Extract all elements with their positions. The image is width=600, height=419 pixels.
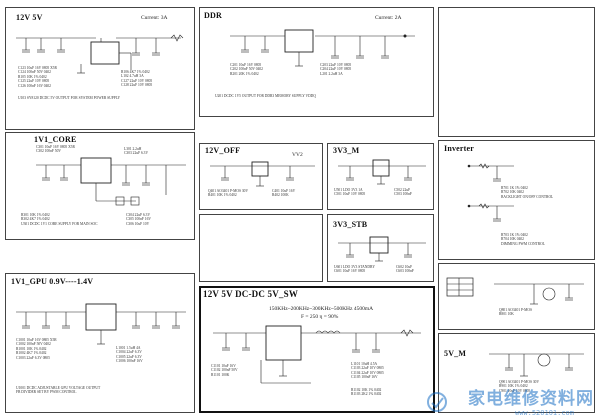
schematic-ddr: [230, 29, 415, 67]
schematic-dcdc: [213, 325, 421, 384]
schematic-12v-5v: [16, 34, 184, 74]
net-labels-bottom: U1001 DCDC ADJUSTABLE GPU VOLTAGE OUTPUT…: [16, 386, 101, 395]
efficiency-note: F = 250 η = 90%: [301, 314, 339, 320]
panel-title: 3V3_M: [333, 146, 360, 155]
panel-title: 3V3_STB: [333, 220, 368, 229]
schematic-1v1-core: [36, 157, 186, 206]
panel-title: 1V1_CORE: [34, 135, 77, 144]
frequency-note: 150KHz~200KHz~300KHz~500KHz 4500mA: [269, 306, 374, 312]
schematic-3v3-m: [338, 159, 426, 185]
panel-1v1-gpu: 1V1_GPU 0.9V----1.4V C1001 10uF 16V 0805…: [5, 273, 195, 413]
net-labels-bottom: U103 SY8120 DCDC 5V OUTPUT FOR SYSTEM PO…: [18, 96, 121, 100]
panel-dcdc-5v-sw: 12V 5V DC-DC 5V_SW 150KHz~200KHz~300KHz~…: [199, 286, 435, 413]
net-labels-bottom: U201 DCDC 1V5 OUTPUT FOR DDR3 MEMORY SUP…: [215, 94, 316, 98]
watermark-url: www.520101.com: [514, 409, 574, 417]
panel-empty-middle: [199, 214, 323, 282]
panel-empty-top-right: [438, 7, 595, 137]
panel-title: 12V 5V: [16, 13, 43, 22]
schematic-3v3-stb: [338, 236, 426, 262]
schematic-1v1-gpu: [16, 303, 186, 345]
watermark-logo-icon: [427, 392, 447, 412]
panel-title: Inverter: [444, 144, 475, 153]
schematic-inverter: [467, 163, 514, 222]
panel-12v-5v: 12V 5V Current: 3A C123 10uF 16V 0805 X5…: [5, 7, 195, 130]
panel-title: 12V_OFF: [205, 146, 241, 155]
schematic-5v-m: [489, 353, 584, 377]
current-note: Current: 3A: [141, 15, 168, 21]
panel-title: 5V_M: [444, 349, 467, 358]
watermark-text: 家电维修资料网: [468, 389, 594, 409]
panel-title: 12V 5V DC-DC 5V_SW: [203, 289, 299, 299]
current-note: Current: 2A: [375, 15, 402, 21]
regulator-note: VV2: [292, 152, 303, 158]
panel-title: DDR: [204, 11, 222, 20]
panel-title: 1V1_GPU 0.9V----1.4V: [11, 277, 94, 286]
schematic-switch: [446, 277, 584, 305]
schematic-12v-off: [210, 161, 315, 187]
